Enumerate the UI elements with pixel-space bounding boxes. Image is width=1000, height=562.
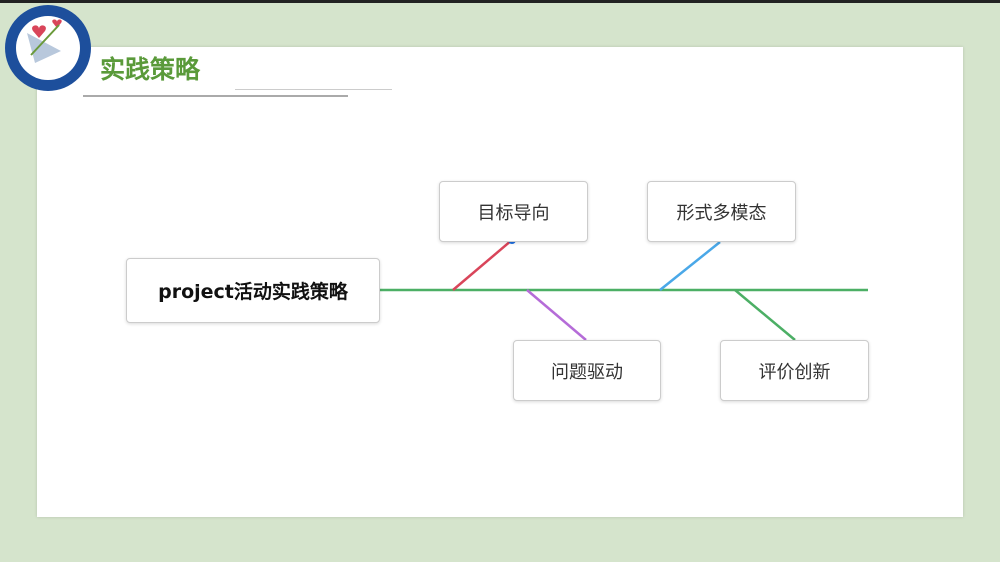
branch-line-problem (526, 289, 587, 341)
logo (5, 5, 91, 91)
root-node: project活动实践策略 (126, 258, 380, 323)
branch-node-problem: 问题驱动 (513, 340, 661, 401)
slide-title: 实践策略 (100, 55, 201, 84)
title-underline (83, 95, 348, 97)
branch-line-multimodal (659, 241, 721, 291)
branch-line-evaluation (734, 289, 796, 341)
branch-line-goal (452, 239, 513, 291)
title-underline (235, 89, 392, 90)
top-border (0, 0, 1000, 3)
branch-node-multimodal: 形式多模态 (647, 181, 796, 242)
branch-node-evaluation: 评价创新 (720, 340, 869, 401)
branch-node-goal: 目标导向 (439, 181, 588, 242)
